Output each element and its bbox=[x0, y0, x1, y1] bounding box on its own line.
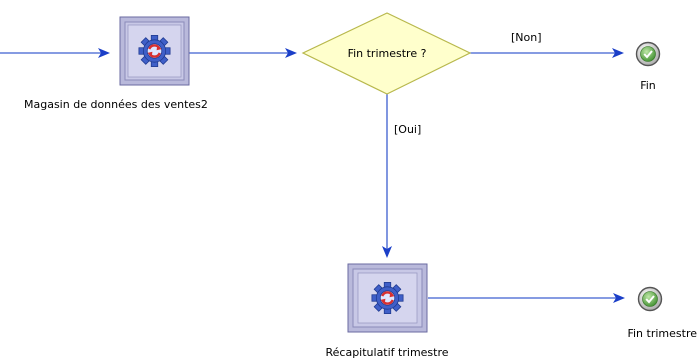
activity-label-quarter-summary: Récapitulatif trimestre bbox=[325, 346, 448, 358]
flow-incoming[interactable] bbox=[0, 48, 110, 58]
end-node-fin-trimestre[interactable] bbox=[637, 286, 663, 312]
flow-sales-to-decision[interactable] bbox=[189, 48, 297, 58]
activity-node-quarter-summary[interactable] bbox=[347, 263, 428, 333]
activity-label-sales-store: Magasin de données des ventes2 bbox=[24, 98, 208, 111]
end-label-fin-trimestre: Fin trimestre bbox=[627, 327, 697, 340]
activity-node-sales-store[interactable] bbox=[119, 16, 190, 86]
gear-cycle-icon bbox=[370, 281, 405, 315]
guard-label-oui: [Oui] bbox=[394, 123, 421, 136]
decision-node[interactable] bbox=[301, 12, 472, 95]
guard-label-non: [Non] bbox=[511, 31, 542, 44]
checkmark-end-icon bbox=[635, 41, 661, 67]
flow-summary-to-end[interactable] bbox=[428, 293, 625, 303]
checkmark-end-icon bbox=[637, 286, 663, 312]
flow-decision-to-summary[interactable] bbox=[382, 94, 392, 258]
end-label-fin: Fin bbox=[640, 79, 656, 92]
decision-label: Fin trimestre ? bbox=[348, 47, 427, 60]
flow-decision-to-fin[interactable] bbox=[470, 48, 624, 58]
end-node-fin[interactable] bbox=[635, 41, 661, 67]
gear-cycle-icon bbox=[137, 34, 172, 68]
